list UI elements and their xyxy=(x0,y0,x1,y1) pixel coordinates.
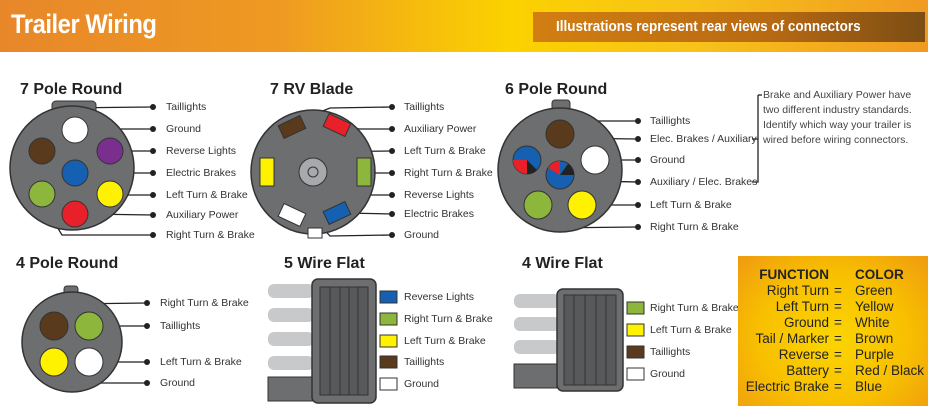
pin-label: Taillights xyxy=(404,101,445,113)
title-4-pole-round: 4 Pole Round xyxy=(16,255,119,272)
legend-row: Tail / Marker = Brown xyxy=(738,331,928,347)
legend-row: Ground = White xyxy=(738,315,928,331)
pin-label: Right Turn & Brake xyxy=(160,297,249,309)
wire-label: Reverse Lights xyxy=(404,291,475,303)
note-line: Brake and Auxiliary Power have xyxy=(763,89,912,101)
legend-function: Left Turn xyxy=(775,299,829,314)
wire-label: Right Turn & Brake xyxy=(650,302,739,314)
legend-function: Electric Brake xyxy=(745,379,829,394)
title-7-rv-blade: 7 RV Blade xyxy=(270,81,354,98)
legend-header: FUNCTION COLOR xyxy=(738,267,928,283)
legend-function: Right Turn xyxy=(766,283,829,298)
note-line: two different industry standards. xyxy=(763,104,912,116)
wire-label: Taillights xyxy=(404,356,445,368)
rear-view-banner: Illustrations represent rear views of co… xyxy=(533,12,925,42)
wire-label: Right Turn & Brake xyxy=(404,313,493,325)
legend-function: Reverse xyxy=(778,347,829,362)
pin-label: Reverse Lights xyxy=(166,145,237,157)
title-5-wire-flat: 5 Wire Flat xyxy=(284,255,365,272)
legend-equals: = xyxy=(834,315,842,330)
six-pole-round-connector xyxy=(497,99,623,233)
five-wire-flat-connector xyxy=(267,278,398,404)
legend-function: Battery xyxy=(786,363,829,378)
legend-equals: = xyxy=(834,283,842,298)
wire-label: Left Turn & Brake xyxy=(404,335,486,347)
standards-note: Brake and Auxiliary Power have two diffe… xyxy=(763,88,912,148)
pin-label: Electric Brakes xyxy=(404,208,475,220)
pin-label: Taillights xyxy=(166,101,207,113)
four-pole-round-connector xyxy=(21,285,123,393)
pin-label: Left Turn & Brake xyxy=(166,189,248,201)
legend-equals: = xyxy=(834,347,842,362)
legend-color: Red / Black xyxy=(855,363,925,378)
legend-function: Ground xyxy=(783,315,829,330)
note-line: wired before wiring connectors. xyxy=(763,134,909,146)
legend-equals: = xyxy=(834,379,842,394)
pin-label: Auxiliary / Elec. Brakes xyxy=(650,176,758,188)
wire-label: Ground xyxy=(650,368,686,380)
wire-label: Taillights xyxy=(650,346,691,358)
banner-text: Illustrations represent rear views of co… xyxy=(556,18,861,35)
pin-label: Right Turn & Brake xyxy=(650,221,739,233)
pin-label: Ground xyxy=(650,154,686,166)
four-wire-flat-connector xyxy=(513,288,645,392)
note-line: Identify which way your trailer is xyxy=(763,119,912,131)
pin-label: Left Turn & Brake xyxy=(160,356,242,368)
pin-label: Auxiliary Power xyxy=(404,123,477,135)
legend-row: Left Turn = Yellow xyxy=(738,299,928,315)
legend-equals: = xyxy=(834,299,842,314)
legend-function-header: FUNCTION xyxy=(759,267,829,282)
legend-color: White xyxy=(855,315,890,330)
legend-color: Brown xyxy=(855,331,894,346)
wire-label: Ground xyxy=(404,378,440,390)
legend-row: Electric Brake = Blue xyxy=(738,379,928,395)
legend-function: Tail / Marker xyxy=(755,331,829,346)
pin-label: Left Turn & Brake xyxy=(404,145,486,157)
seven-rv-blade-connector xyxy=(250,109,376,239)
title-4-wire-flat: 4 Wire Flat xyxy=(522,255,603,272)
title-6-pole-round: 6 Pole Round xyxy=(505,81,608,98)
wire-label: Left Turn & Brake xyxy=(650,324,732,336)
legend-color-header: COLOR xyxy=(855,267,904,282)
pin-label: Left Turn & Brake xyxy=(650,199,732,211)
header-bar: Trailer Wiring Illustrations represent r… xyxy=(0,0,928,52)
title-7-pole-round: 7 Pole Round xyxy=(20,81,123,98)
pin-label: Reverse Lights xyxy=(404,189,475,201)
pin-label: Auxiliary Power xyxy=(166,209,239,221)
legend-color: Green xyxy=(855,283,893,298)
pin-label: Right Turn & Brake xyxy=(404,167,493,179)
pin-label: Right Turn & Brake xyxy=(166,229,255,241)
function-color-legend: FUNCTION COLOR Right Turn = Green Left Tur… xyxy=(738,256,928,406)
pin-label: Ground xyxy=(166,123,202,135)
seven-pole-round-connector xyxy=(9,100,135,231)
legend-row: Right Turn = Green xyxy=(738,283,928,299)
pin-label: Elec. Brakes / Auxiliary xyxy=(650,133,757,145)
legend-color: Purple xyxy=(855,347,895,362)
legend-row: Battery = Red / Black xyxy=(738,363,928,379)
pin-label: Taillights xyxy=(650,115,691,127)
pin-label: Electric Brakes xyxy=(166,167,237,179)
legend-color: Yellow xyxy=(855,299,894,314)
legend-equals: = xyxy=(834,363,842,378)
legend-color: Blue xyxy=(855,379,883,394)
pin-label: Ground xyxy=(160,377,196,389)
page-title: Trailer Wiring xyxy=(11,9,157,39)
pin-label: Taillights xyxy=(160,320,201,332)
pin-label: Ground xyxy=(404,229,440,241)
legend-row: Reverse = Purple xyxy=(738,347,928,363)
legend-equals: = xyxy=(834,331,842,346)
